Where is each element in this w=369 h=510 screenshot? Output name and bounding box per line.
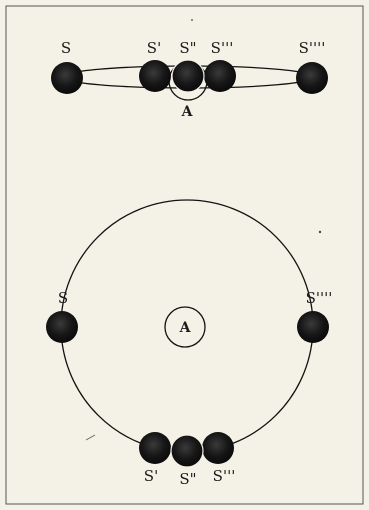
top-label-s2: S" — [179, 39, 196, 57]
bottom-sphere-s1 — [139, 432, 171, 464]
bottom-sphere-s3 — [202, 432, 234, 464]
bottom-sphere-s4 — [297, 311, 329, 343]
top-sphere-s2 — [172, 60, 204, 92]
top-label-s3: S''' — [211, 39, 234, 57]
ink-speck — [319, 231, 321, 233]
ink-speck — [191, 19, 193, 21]
bottom-label-s2: S" — [179, 470, 196, 488]
top-label-a: A — [181, 104, 194, 120]
ink-mark — [86, 435, 95, 440]
top-figure: S S' S" S''' S'''' A — [51, 39, 328, 120]
bottom-label-s4: S'''' — [306, 289, 333, 307]
bottom-label-s: S — [58, 289, 68, 307]
top-sphere-s — [51, 62, 83, 94]
bottom-sphere-s — [46, 311, 78, 343]
top-sphere-s3 — [204, 60, 236, 92]
bottom-label-s3: S''' — [213, 467, 236, 485]
top-label-s1: S' — [147, 39, 161, 57]
bottom-label-a: A — [179, 320, 192, 336]
bottom-figure: S S'''' S' S" S''' A — [46, 200, 332, 488]
top-sphere-s1 — [139, 60, 171, 92]
bottom-label-s1: S' — [144, 467, 158, 485]
top-sphere-s4 — [296, 62, 328, 94]
top-label-s: S — [61, 39, 71, 57]
top-label-s4: S'''' — [299, 39, 326, 57]
bottom-sphere-s2 — [171, 435, 203, 467]
